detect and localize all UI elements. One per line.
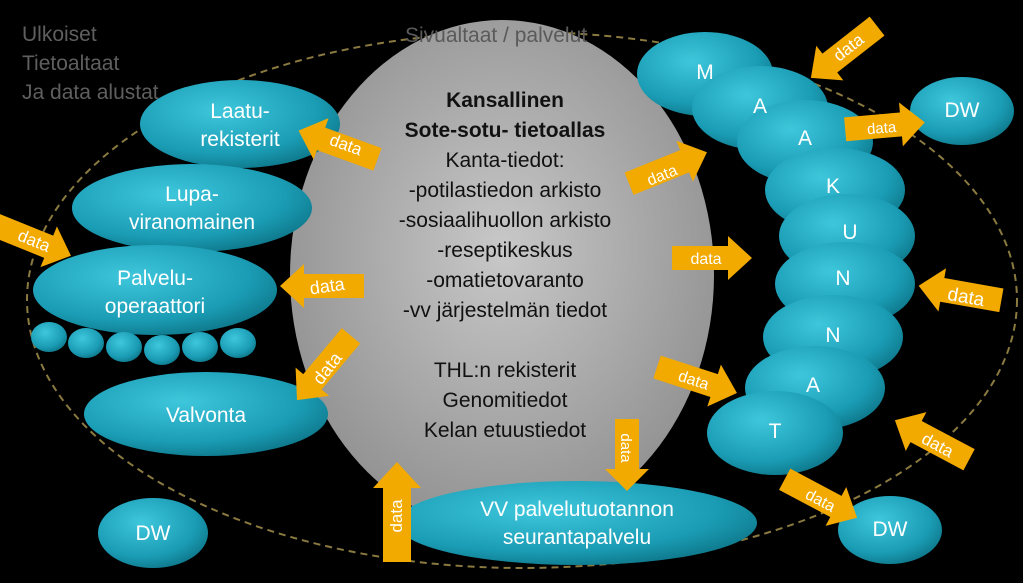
- small-circle: [31, 322, 67, 352]
- registry-line: THL:n rekisterit: [433, 359, 577, 382]
- data-arrow: [605, 419, 649, 491]
- data-arrow-label: data: [866, 119, 897, 139]
- kanta-line: Kanta-tiedot:: [445, 149, 565, 172]
- data-arrow: [280, 264, 364, 308]
- data-arrow-label: data: [617, 433, 634, 463]
- dw-right-top-label: DW: [944, 99, 980, 122]
- corner-label-line: Ja data alustat: [22, 81, 159, 104]
- maakunnat-letter: N: [835, 267, 851, 290]
- maakunnat-letter: A: [752, 95, 767, 118]
- data-arrow: [624, 140, 707, 195]
- registry-line: Genomitiedot: [442, 389, 568, 412]
- center-title-line: Kansallinen: [446, 89, 564, 112]
- kanta-line: -reseptikeskus: [437, 239, 573, 262]
- side-lakes-label: Sivualtaat / palvelut: [405, 24, 588, 47]
- laatu-rekisterit-label: Laatu- rekisterit: [190, 98, 290, 154]
- central-data-lake-text: Kansallinen Sote-sotu- tietoallas Kanta-…: [345, 86, 665, 446]
- maakunta-oval: [707, 391, 843, 475]
- data-arrow: [298, 118, 382, 171]
- data-arrow-label: data: [690, 251, 721, 268]
- oval-label-line: Lupa-: [165, 183, 219, 206]
- central-data-lake: [290, 20, 714, 530]
- small-circle: [182, 332, 218, 362]
- maakunnat-letter: K: [825, 175, 840, 198]
- data-arrow-label: data: [308, 274, 346, 299]
- corner-label-line: Ulkoiset: [22, 23, 97, 46]
- oval-laatu-rekisterit: [140, 80, 340, 168]
- maakunnat-letter: A: [805, 374, 820, 397]
- small-circle: [220, 328, 256, 358]
- data-arrow: [918, 268, 1004, 313]
- palvelu-operaattori-label: Palvelu- operaattori: [80, 265, 230, 321]
- kanta-line: -vv järjestelmän tiedot: [402, 299, 608, 322]
- oval-palvelu-operaattori: [33, 245, 277, 335]
- data-arrow-label: data: [387, 499, 406, 533]
- data-arrow: [373, 462, 421, 562]
- oval-valvonta: [84, 372, 328, 456]
- oval-label-line: operaattori: [104, 295, 206, 318]
- oval-lupa-viranomainen: [72, 164, 312, 252]
- kanta-line: -sosiaalihuollon arkisto: [398, 209, 612, 232]
- maakunnat-letter: T: [768, 420, 782, 443]
- data-arrow: [653, 355, 737, 407]
- external-data-lakes-label: Ulkoiset Tietoaltaat Ja data alustat: [22, 20, 159, 107]
- oval-dw-right-top: [910, 77, 1014, 145]
- dw-right-bottom-label: DW: [872, 518, 908, 541]
- registry-line: Kelan etuustiedot: [423, 419, 587, 442]
- kanta-line: -omatietovaranto: [426, 269, 584, 292]
- oval-label-line: Palvelu-: [117, 267, 193, 290]
- oval-label-line: Laatu-: [210, 100, 270, 123]
- maakunnat-letter: M: [696, 61, 714, 84]
- data-arrow: [779, 468, 858, 526]
- small-circle: [106, 332, 142, 362]
- valvonta-label: Valvonta: [165, 404, 247, 427]
- data-arrow: [672, 236, 752, 280]
- corner-label-line: Tietoaltaat: [22, 52, 120, 75]
- data-arrow: [0, 213, 71, 268]
- oval-vv-seurantapalvelu: [397, 481, 757, 565]
- data-arrow: [844, 102, 925, 147]
- maakunnat-letter: N: [825, 324, 841, 347]
- oval-label-line: seurantapalvelu: [502, 526, 652, 549]
- center-title-line: Sote-sotu- tietoallas: [404, 119, 606, 142]
- oval-label-line: viranomainen: [128, 211, 256, 234]
- data-arrow: [810, 16, 885, 81]
- oval-label-line: VV palvelutuotannon: [480, 498, 674, 521]
- lupa-viranomainen-label: Lupa- viranomainen: [112, 181, 272, 237]
- small-circle: [68, 328, 104, 358]
- data-arrow: [295, 328, 361, 401]
- data-arrow: [894, 412, 975, 471]
- kanta-line: -potilastiedon arkisto: [408, 179, 602, 202]
- oval-label-line: rekisterit: [200, 128, 280, 151]
- small-circle: [144, 335, 180, 365]
- oval-dw-left: [98, 498, 208, 568]
- oval-dw-right-bottom: [838, 496, 942, 564]
- dw-left-label: DW: [135, 522, 171, 545]
- vv-seurantapalvelu-label: VV palvelutuotannon seurantapalvelu: [437, 496, 717, 552]
- maakunnat-letter: A: [797, 127, 812, 150]
- maakunnat-letter: U: [842, 221, 858, 244]
